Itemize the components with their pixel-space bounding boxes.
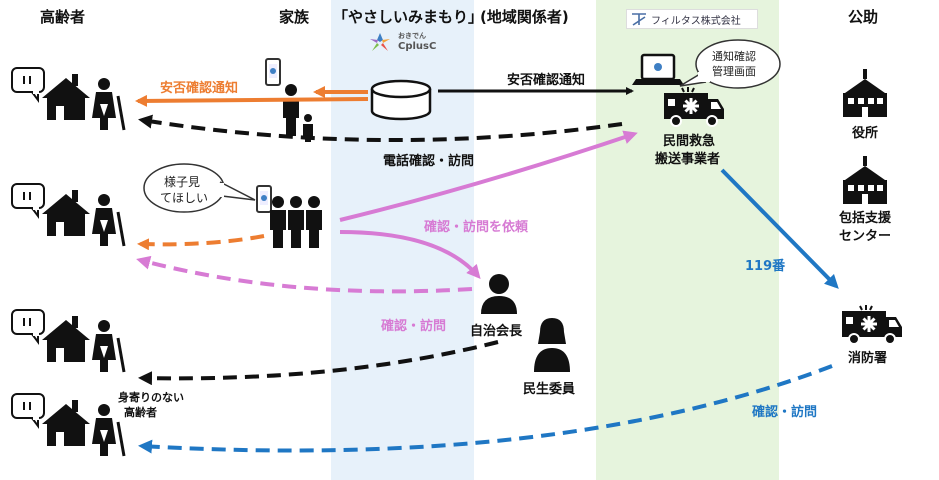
arrow-safety-notice-left bbox=[135, 94, 369, 107]
service-logo-text: CplusC bbox=[398, 41, 437, 52]
column-title-service: 「やさしいみまもり」 bbox=[333, 8, 484, 26]
company-logo-text: フィルタス株式会社 bbox=[651, 16, 741, 27]
family-bubble-line-2: てほしい bbox=[160, 191, 209, 205]
arrow-fire-check bbox=[138, 364, 833, 454]
column-title-elderly: 高齢者 bbox=[40, 8, 86, 26]
arrow-119-call bbox=[720, 168, 839, 289]
database-icon bbox=[370, 79, 432, 121]
support-center-label-2: センター bbox=[839, 229, 892, 244]
arrow-family-check bbox=[137, 234, 265, 251]
smartphone-icon-1 bbox=[265, 58, 281, 86]
terminal-bubble-line-2: 管理画面 bbox=[712, 65, 756, 78]
welfare-commissioner-label: 民生委員 bbox=[523, 382, 576, 397]
column-title-public: 公助 bbox=[848, 8, 879, 26]
company-logo: フィルタス株式会社 bbox=[626, 9, 758, 29]
support-center-label-1: 包括支援 bbox=[839, 211, 892, 226]
support-center-icon bbox=[843, 156, 887, 204]
label-safety-notice-right: 安否確認通知 bbox=[507, 73, 586, 88]
column-title-family: 家族 bbox=[279, 8, 310, 26]
service-logo-small-text: おきでん bbox=[398, 32, 426, 40]
arrow-phone-check bbox=[138, 114, 623, 143]
family-parent-child-icon bbox=[283, 84, 313, 142]
elderly-house-icon-2 bbox=[10, 182, 126, 248]
smartphone-icon-2 bbox=[256, 185, 272, 213]
city-office-icon bbox=[843, 69, 887, 117]
neighborhood-head-icon bbox=[481, 274, 517, 314]
arrow-request-neighborhood bbox=[339, 230, 481, 280]
neighborhood-head-label: 自治会長 bbox=[470, 324, 523, 339]
label-phone-check: 電話確認・訪問 bbox=[383, 154, 475, 169]
family-speech-bubble bbox=[143, 163, 256, 213]
no-relatives-label-2: 高齢者 bbox=[124, 406, 157, 419]
laptop-icon bbox=[632, 53, 684, 85]
ambulance-company-icon bbox=[662, 85, 726, 128]
elderly-house-icon-1 bbox=[10, 66, 126, 132]
welfare-commissioner-icon bbox=[534, 318, 570, 372]
terminal-bubble-line-1: 通知確認 bbox=[712, 50, 756, 63]
arrow-welfare-check bbox=[138, 340, 499, 386]
fire-department-label: 消防署 bbox=[848, 351, 888, 366]
terminal-speech-bubble bbox=[679, 39, 781, 89]
no-relatives-label-1: 身寄りのない bbox=[118, 391, 184, 404]
logo-flower-icon bbox=[370, 33, 390, 51]
arrow-neighborhood-check bbox=[136, 255, 473, 294]
label-request-check: 確認・訪問を依頼 bbox=[424, 220, 529, 235]
arrow-request-company bbox=[339, 130, 638, 222]
elderly-house-icon-3 bbox=[10, 308, 126, 374]
fire-department-ambulance-icon bbox=[840, 303, 904, 346]
service-logo: おきでん CplusC bbox=[366, 30, 438, 56]
label-safety-notice-left: 安否確認通知 bbox=[160, 81, 239, 96]
company-mark-icon bbox=[632, 13, 646, 26]
column-title-local: (地域関係者) bbox=[480, 8, 569, 26]
elderly-house-icon-4 bbox=[10, 392, 126, 458]
label-119-call: 119番 bbox=[745, 259, 786, 274]
ambulance-company-label-1: 民間救急 bbox=[663, 134, 716, 149]
city-office-label: 役所 bbox=[852, 126, 879, 141]
label-check-visit-1: 確認・訪問 bbox=[381, 319, 447, 334]
family-group-icon bbox=[270, 196, 322, 248]
label-check-visit-2: 確認・訪問 bbox=[752, 405, 818, 420]
ambulance-company-label-2: 搬送事業者 bbox=[655, 152, 721, 167]
family-bubble-line-1: 様子見 bbox=[164, 175, 201, 189]
